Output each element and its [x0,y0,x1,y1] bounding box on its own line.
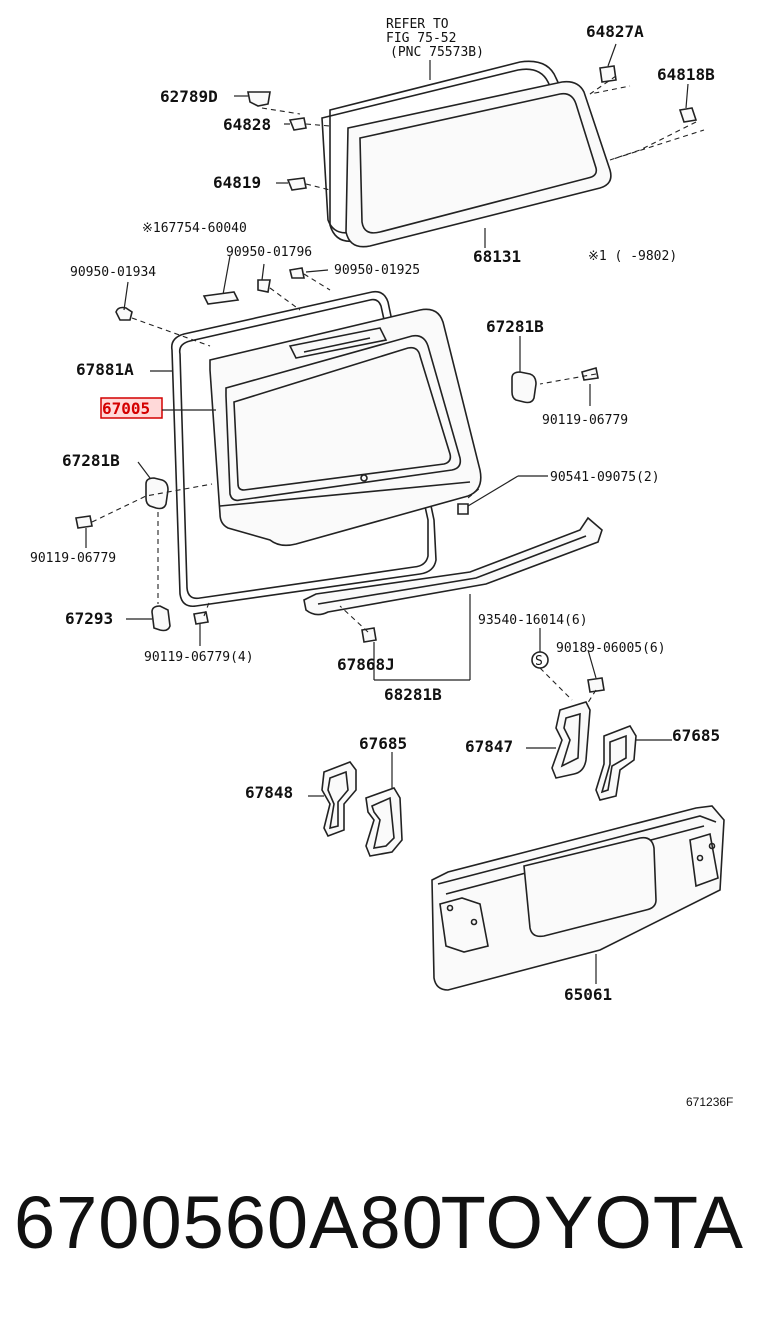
label-67005: 67005 [102,399,150,418]
label-67685-right: 67685 [672,726,720,745]
figure-code: 671236F [686,1095,733,1109]
label-68131: 68131 [473,247,521,266]
label-90950-01925: 90950-01925 [334,263,420,278]
label-90119-06779-4: 90119-06779(4) [144,650,254,665]
label-64827A: 64827A [586,22,644,41]
clips-top [234,43,705,191]
brand-name: TOYOTA [440,1181,744,1264]
label-62789D: 62789D [160,87,218,106]
label-90950-01796: 90950-01796 [226,245,312,260]
footnote: ※1 ( -9802) [588,249,677,264]
parts-diagram: REFER TO FIG 75-52 (PNC 75573B) [30,17,733,1109]
label-67881A: 67881A [76,360,134,379]
gaskets [308,701,672,857]
back-window-glass [321,60,612,248]
lower-rail [303,516,605,713]
reference-line-3: (PNC 75573B) [390,45,484,60]
footer: 6700560A80 TOYOTA [0,1180,760,1290]
label-67281B-right: 67281B [486,317,544,336]
label-64828: 64828 [223,115,271,134]
label-90950-01934: 90950-01934 [70,265,156,280]
hinge-brackets [75,263,599,646]
label-93540-16014: 93540-16014(6) [478,613,588,628]
label-90119-06779-left: 90119-06779 [30,551,116,566]
label-90119-06779-right: 90119-06779 [542,413,628,428]
reference-line-1: REFER TO [386,17,449,32]
label-90189-06005: 90189-06005(6) [556,641,666,656]
lower-back-panel [431,805,725,991]
label-167754-60040: ※167754-60040 [142,221,247,236]
back-door-panel [202,255,482,547]
label-67293: 67293 [65,609,113,628]
door-weatherstrip [170,290,437,608]
label-64819: 64819 [213,173,261,192]
label-67868J: 67868J [337,655,395,674]
label-s-marker: S [535,654,543,669]
part-labels: 64827A 64818B 62789D 64828 64819 68131 ※… [30,22,733,1109]
label-90541-09075: 90541-09075(2) [550,470,660,485]
label-67685-middle: 67685 [359,734,407,753]
label-67848: 67848 [245,783,293,802]
label-67847: 67847 [465,737,513,756]
reference-line-2: FIG 75-52 [386,31,456,46]
part-number: 6700560A80 [14,1181,444,1264]
label-64818B: 64818B [657,65,715,84]
highlight-box [100,397,163,419]
label-67281B-left: 67281B [62,451,120,470]
label-65061: 65061 [564,985,612,1004]
reference-note: REFER TO FIG 75-52 (PNC 75573B) [386,17,484,60]
label-68281B: 68281B [384,685,442,704]
